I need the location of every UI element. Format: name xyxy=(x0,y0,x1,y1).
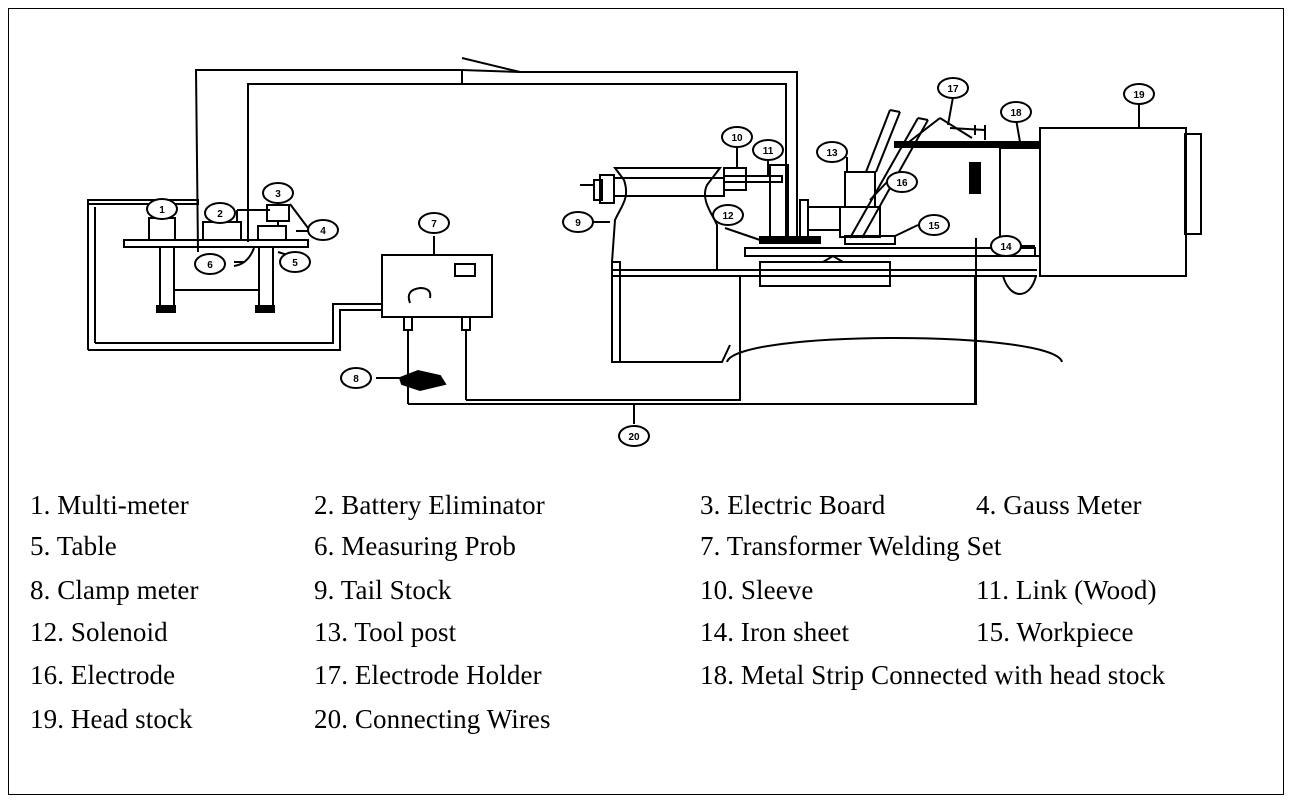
callout-number: 17 xyxy=(947,84,959,95)
callout-number: 14 xyxy=(1000,242,1012,253)
callout-number: 11 xyxy=(763,146,774,157)
tail-stock xyxy=(580,167,783,270)
callout-16: 16 xyxy=(886,171,918,193)
metal-strip xyxy=(894,141,1041,148)
callout-number: 2 xyxy=(217,209,223,220)
workpiece xyxy=(844,235,896,245)
callout-4: 4 xyxy=(307,219,339,241)
callout-17: 17 xyxy=(937,77,969,99)
callout-number: 5 xyxy=(292,258,298,269)
connecting-wires-top xyxy=(194,69,798,253)
callout-19: 19 xyxy=(1123,83,1155,105)
lathe-body xyxy=(611,127,1202,404)
callout-14: 14 xyxy=(990,235,1022,257)
callout-number: 20 xyxy=(628,432,640,443)
callout-9: 9 xyxy=(562,211,594,233)
callout-6: 6 xyxy=(194,253,226,275)
callout-2: 2 xyxy=(204,202,236,224)
callout-number: 1 xyxy=(159,205,165,216)
callout-13: 13 xyxy=(816,141,848,163)
figure-frame xyxy=(8,8,1284,795)
callout-number: 10 xyxy=(731,133,743,144)
callout-5: 5 xyxy=(279,251,311,273)
solenoid xyxy=(759,164,821,244)
callout-7: 7 xyxy=(418,212,450,234)
callout-number: 6 xyxy=(207,260,213,271)
callout-11: 11 xyxy=(752,139,784,161)
callout-10: 10 xyxy=(721,126,753,148)
electrode-holder xyxy=(849,117,986,239)
callout-number: 12 xyxy=(722,211,734,222)
callout-15: 15 xyxy=(918,214,950,236)
callout-number: 19 xyxy=(1133,90,1145,101)
callout-number: 13 xyxy=(826,148,838,159)
callout-12: 12 xyxy=(712,204,744,226)
callout-20: 20 xyxy=(618,425,650,447)
callout-1: 1 xyxy=(146,198,178,220)
callout-number: 15 xyxy=(928,221,940,232)
callout-3: 3 xyxy=(262,182,294,204)
callout-number: 7 xyxy=(431,219,437,230)
tool-post xyxy=(799,109,901,239)
callout-number: 3 xyxy=(275,189,281,200)
callout-number: 9 xyxy=(575,218,581,229)
callout-number: 8 xyxy=(353,374,359,385)
measurement-bench xyxy=(87,199,382,351)
callout-number: 16 xyxy=(896,178,908,189)
callout-number: 4 xyxy=(320,226,326,237)
callout-18: 18 xyxy=(1000,101,1032,123)
callout-8: 8 xyxy=(340,367,372,389)
callout-number: 18 xyxy=(1010,108,1022,119)
clamp-meter xyxy=(398,369,447,392)
